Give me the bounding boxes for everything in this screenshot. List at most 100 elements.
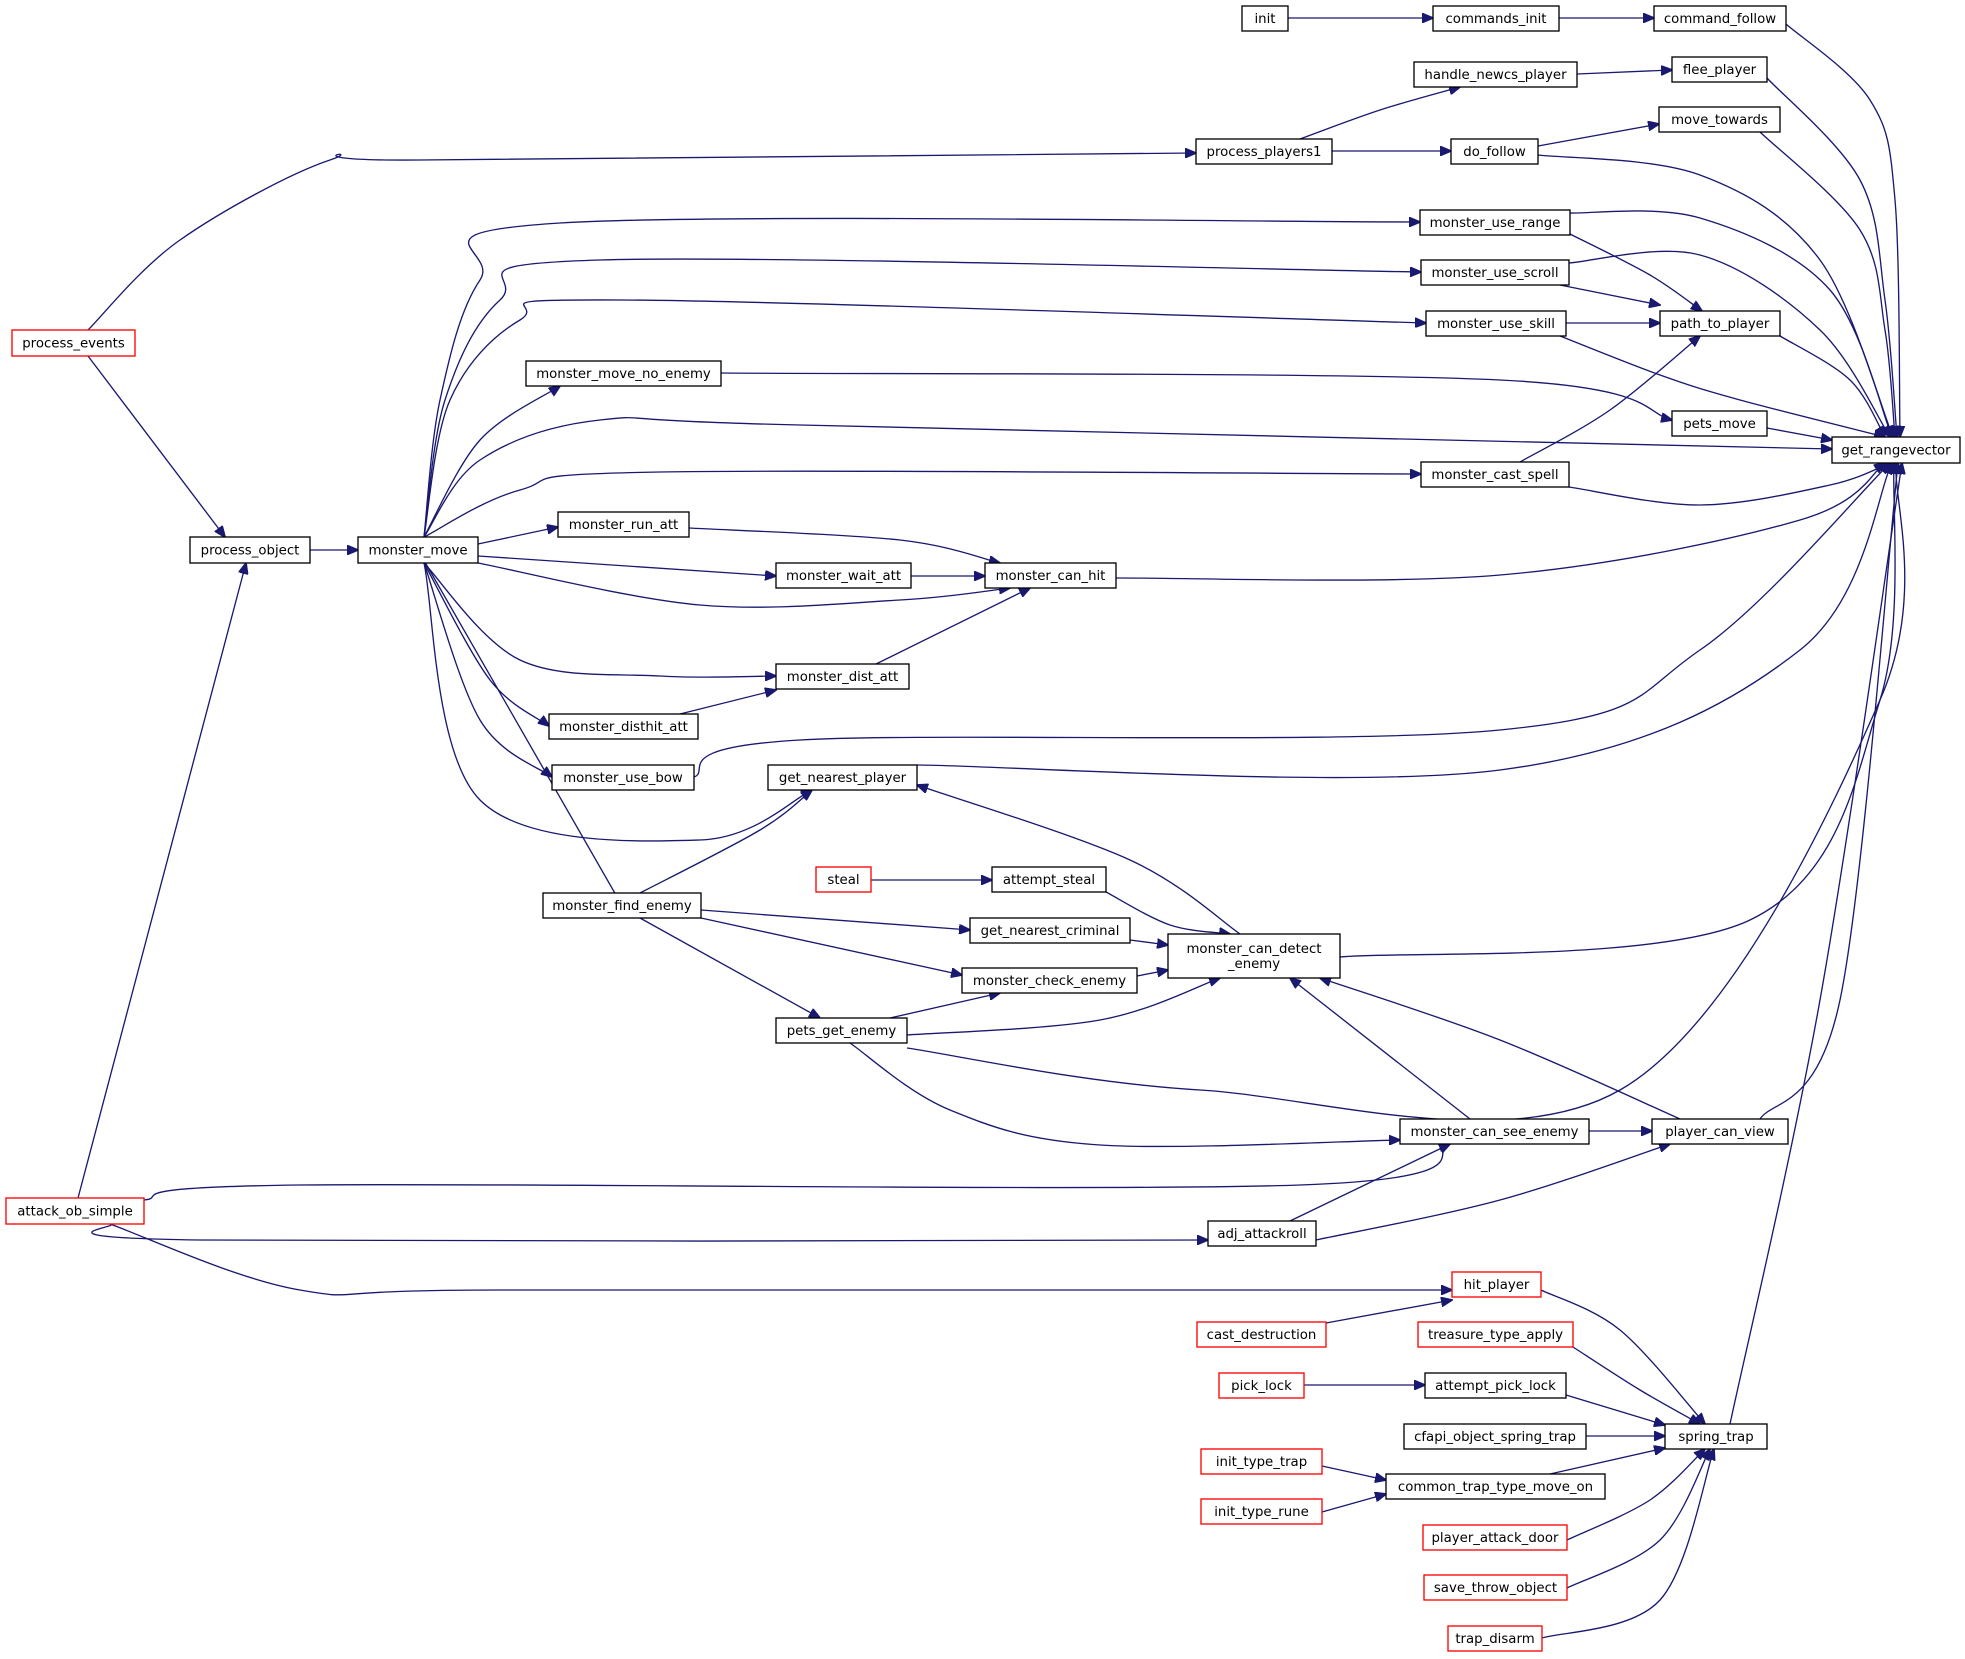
node-command_follow[interactable]: command_follow	[1653, 5, 1787, 32]
node-get_nearest_criminal[interactable]: get_nearest_criminal	[969, 917, 1131, 944]
node-spring_trap[interactable]: spring_trap	[1664, 1423, 1768, 1450]
node-label-monster_disthit_att: monster_disthit_att	[559, 720, 688, 735]
node-pets_get_enemy[interactable]: pets_get_enemy	[775, 1017, 908, 1044]
edge-process_events-to-process_players1	[87, 153, 1196, 331]
node-attempt_pick_lock[interactable]: attempt_pick_lock	[1424, 1372, 1567, 1399]
node-box-spring_trap	[1664, 1423, 1768, 1450]
node-monster_can_see_enemy[interactable]: monster_can_see_enemy	[1399, 1118, 1590, 1145]
node-monster_cast_spell[interactable]: monster_cast_spell	[1420, 461, 1570, 488]
node-label-adj_attackroll: adj_attackroll	[1217, 1227, 1306, 1242]
node-box-monster_run_att	[557, 511, 690, 538]
node-init_type_rune[interactable]: init_type_rune	[1200, 1498, 1323, 1525]
edge-attack_ob_simple-to-process_object	[77, 563, 246, 1199]
node-label-get_nearest_criminal: get_nearest_criminal	[981, 924, 1120, 939]
node-monster_check_enemy[interactable]: monster_check_enemy	[961, 967, 1138, 994]
node-box-monster_can_hit	[984, 562, 1117, 589]
node-cast_destruction[interactable]: cast_destruction	[1196, 1321, 1327, 1348]
node-box-attack_ob_simple	[5, 1197, 145, 1225]
node-box-process_players1	[1195, 138, 1333, 165]
edge-monster_move-to-get_nearest_player	[423, 562, 812, 842]
node-monster_use_range[interactable]: monster_use_range	[1419, 209, 1571, 236]
node-box-process_events	[11, 329, 136, 357]
node-cfapi_object_spring_trap[interactable]: cfapi_object_spring_trap	[1403, 1423, 1587, 1450]
node-box-handle_newcs_player	[1413, 61, 1578, 88]
edge-do_follow-to-get_rangevector	[1537, 154, 1893, 437]
node-flee_player[interactable]: flee_player	[1671, 56, 1768, 83]
edge-init_type_rune-to-common_trap_type_move_on	[1321, 1494, 1386, 1513]
edge-monster_move-to-monster_dist_att	[423, 562, 776, 677]
edge-monster_use_range-to-path_to_player	[1569, 233, 1702, 311]
node-label-monster_use_bow: monster_use_bow	[563, 771, 683, 786]
node-monster_can_detect_enemy[interactable]: monster_can_detect_enemy	[1167, 933, 1341, 979]
node-get_rangevector[interactable]: get_rangevector	[1831, 436, 1961, 464]
node-monster_use_bow[interactable]: monster_use_bow	[551, 764, 695, 791]
edge-player_attack_door-to-spring_trap	[1566, 1449, 1705, 1541]
node-box-player_can_view	[1651, 1118, 1789, 1145]
node-get_nearest_player[interactable]: get_nearest_player	[767, 764, 918, 791]
node-monster_disthit_att[interactable]: monster_disthit_att	[548, 713, 699, 740]
node-player_can_view[interactable]: player_can_view	[1651, 1118, 1789, 1145]
node-label-monster_use_scroll: monster_use_scroll	[1431, 266, 1558, 281]
node-label-monster_wait_att: monster_wait_att	[786, 569, 901, 584]
edge-hit_player-to-spring_trap	[1540, 1289, 1705, 1424]
node-adj_attackroll[interactable]: adj_attackroll	[1207, 1220, 1317, 1247]
node-process_players1[interactable]: process_players1	[1195, 138, 1333, 165]
node-handle_newcs_player[interactable]: handle_newcs_player	[1413, 61, 1578, 88]
node-init_type_trap[interactable]: init_type_trap	[1200, 1448, 1323, 1475]
node-hit_player[interactable]: hit_player	[1451, 1271, 1542, 1298]
node-trap_disarm[interactable]: trap_disarm	[1447, 1625, 1543, 1652]
node-box-save_throw_object	[1423, 1574, 1568, 1601]
node-monster_move_no_enemy[interactable]: monster_move_no_enemy	[525, 360, 722, 387]
node-box-command_follow	[1653, 5, 1787, 32]
edge-pets_get_enemy-to-monster_can_see_enemy	[849, 1042, 1400, 1148]
edge-monster_can_see_enemy-to-monster_can_detect_enemy	[1290, 978, 1471, 1120]
node-do_follow[interactable]: do_follow	[1450, 138, 1539, 165]
node-box-get_rangevector	[1831, 436, 1961, 464]
edge-treasure_type_apply-to-spring_trap	[1572, 1346, 1700, 1424]
node-process_object[interactable]: process_object	[189, 536, 311, 564]
node-steal[interactable]: steal	[815, 866, 872, 893]
edge-monster_use_scroll-to-path_to_player	[1559, 284, 1660, 305]
node-box-pets_move	[1671, 410, 1768, 437]
node-monster_wait_att[interactable]: monster_wait_att	[775, 562, 912, 589]
node-box-monster_use_bow	[551, 764, 695, 791]
node-pets_move[interactable]: pets_move	[1671, 410, 1768, 437]
node-process_events[interactable]: process_events	[11, 329, 136, 357]
node-box-flee_player	[1671, 56, 1768, 83]
node-label-monster_can_detect_enemy: monster_can_detect_enemy	[1186, 942, 1321, 972]
node-label-monster_use_skill: monster_use_skill	[1437, 317, 1555, 332]
node-player_attack_door[interactable]: player_attack_door	[1422, 1524, 1568, 1551]
node-box-trap_disarm	[1447, 1625, 1543, 1652]
node-label-treasure_type_apply: treasure_type_apply	[1428, 1328, 1563, 1343]
node-path_to_player[interactable]: path_to_player	[1659, 310, 1781, 337]
node-monster_use_scroll[interactable]: monster_use_scroll	[1420, 259, 1570, 286]
edge-get_nearest_player-to-get_rangevector	[916, 463, 1892, 779]
node-monster_run_att[interactable]: monster_run_att	[557, 511, 690, 538]
node-common_trap_type_move_on[interactable]: common_trap_type_move_on	[1385, 1473, 1606, 1500]
node-box-monster_cast_spell	[1420, 461, 1570, 488]
node-monster_move[interactable]: monster_move	[357, 536, 479, 564]
node-init[interactable]: init	[1241, 5, 1289, 32]
node-save_throw_object[interactable]: save_throw_object	[1423, 1574, 1568, 1601]
node-attempt_steal[interactable]: attempt_steal	[991, 866, 1107, 893]
node-box-cast_destruction	[1196, 1321, 1327, 1348]
node-monster_find_enemy[interactable]: monster_find_enemy	[542, 892, 702, 919]
node-move_towards[interactable]: move_towards	[1658, 106, 1781, 133]
node-label-command_follow: command_follow	[1664, 12, 1776, 27]
edge-monster_move-to-monster_use_bow	[423, 562, 552, 777]
node-attack_ob_simple[interactable]: attack_ob_simple	[5, 1197, 145, 1225]
edge-common_trap_type_move_on-to-spring_trap	[1549, 1448, 1665, 1475]
node-label-handle_newcs_player: handle_newcs_player	[1424, 68, 1567, 83]
edge-handle_newcs_player-to-flee_player	[1576, 70, 1672, 74]
node-commands_init[interactable]: commands_init	[1432, 5, 1560, 32]
node-monster_use_skill[interactable]: monster_use_skill	[1425, 310, 1567, 337]
node-monster_can_hit[interactable]: monster_can_hit	[984, 562, 1117, 589]
node-box-steal	[815, 866, 872, 893]
node-label-monster_can_hit: monster_can_hit	[996, 569, 1106, 584]
node-box-monster_can_see_enemy	[1399, 1118, 1590, 1145]
node-treasure_type_apply[interactable]: treasure_type_apply	[1417, 1321, 1574, 1348]
node-pick_lock[interactable]: pick_lock	[1218, 1372, 1305, 1399]
node-label-get_rangevector: get_rangevector	[1841, 444, 1951, 459]
node-box-monster_move_no_enemy	[525, 360, 722, 387]
node-monster_dist_att[interactable]: monster_dist_att	[775, 663, 910, 690]
